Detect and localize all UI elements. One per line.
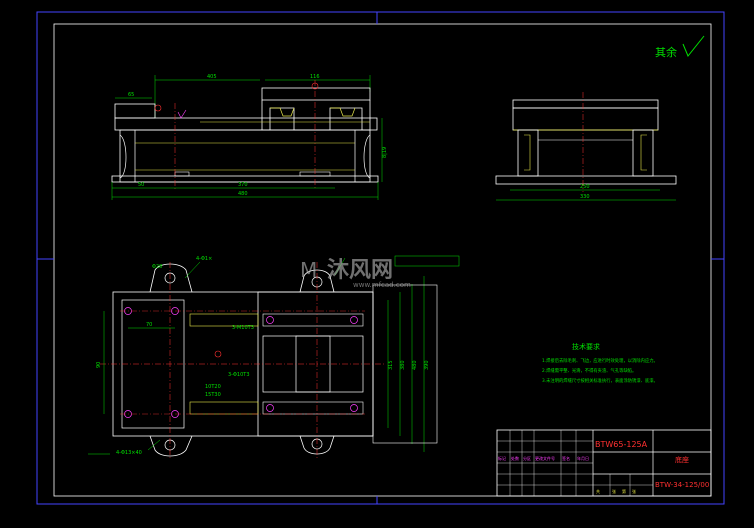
tb-model: BTW65-125A (595, 440, 648, 449)
roughness-label: 其余 (655, 45, 677, 59)
tb-header: 分区 (523, 455, 531, 461)
tb-header: 处数 (511, 455, 519, 461)
bolt-hole (350, 404, 358, 412)
dim-text: 480 (238, 191, 248, 197)
tb-sheet: 第 (622, 488, 626, 494)
tech-line: 1.焊接后去除毛刺、飞边，应进行时效处理，以消除内应力。 (542, 357, 658, 364)
roughness-check-icon (682, 35, 705, 57)
dim-text: 330 (580, 194, 590, 200)
dim-text: 250 (580, 184, 590, 190)
callout-label: 10T20 (205, 384, 221, 390)
dim-text: 380 (400, 360, 406, 370)
title-block: 标记 处数 分区 更改文件号 签名 年月日 BTW65-125A 底座 BTW-… (496, 429, 712, 497)
plan-view: 315 380 480 390 90 70 4-Φ1× Φ28 4-Φ13×40… (88, 255, 460, 460)
tb-header: 签名 (562, 455, 570, 461)
bolt-hole (266, 404, 274, 412)
callout-label: 3-Φ10T3 (228, 372, 250, 378)
callout-label: Φ28 (152, 264, 162, 270)
watermark: M 沐风网 www.mfcad.com (300, 258, 411, 289)
callout-label: 4-Φ1× (196, 256, 212, 262)
bolt-hole (266, 316, 274, 324)
tb-sheet: 张 (612, 488, 616, 494)
tb-header: 更改文件号 (535, 455, 555, 461)
dim-text: 8|19 (382, 147, 388, 158)
tb-sheet: 共 (596, 488, 600, 494)
watermark-cn: 沐风网 (327, 258, 393, 283)
outer-frame (36, 11, 725, 505)
tech-title: 技术要求 (572, 342, 600, 351)
bolt-hole (350, 316, 358, 324)
dim-text: 116 (310, 74, 320, 80)
tb-header: 年月日 (577, 455, 589, 461)
watermark-logo-icon: M (300, 258, 317, 282)
dim-text: 390 (424, 360, 430, 370)
front-view: 405 116 65 50 (111, 74, 388, 200)
dim-text: 65 (128, 92, 134, 98)
dim-text: 50 (138, 182, 144, 188)
datum-marker (311, 82, 319, 90)
datum-marker (214, 350, 222, 358)
tb-header: 标记 (498, 455, 506, 461)
tech-line: 2.焊缝需平整、光滑，不得有夹渣、气孔等缺陷。 (542, 367, 636, 374)
dim-text: 370 (238, 182, 248, 188)
dim-text: 405 (207, 74, 217, 80)
datum-marker (154, 104, 162, 112)
callout-label: 3-M10T3 (232, 325, 254, 331)
tech-requirements: 技术要求 1.焊接后去除毛刺、飞边，应进行时效处理，以消除内应力。 2.焊缝需平… (542, 342, 658, 384)
tech-line: 3.未注明的焊缝尺寸按相关标准执行，表面涂防锈漆、底漆。 (542, 377, 658, 384)
tb-sheet: 张 (632, 488, 636, 494)
dim-text: 70 (146, 322, 152, 328)
callout-label: 4-Φ13×40 (116, 450, 142, 456)
tb-part: 底座 (675, 455, 689, 464)
callout-label: 15T30 (205, 392, 221, 398)
tb-drawing-no: BTW-34-125/00 (655, 481, 709, 489)
inner-frame (53, 23, 712, 497)
watermark-url: www.mfcad.com (353, 281, 411, 289)
dim-text: 480 (412, 360, 418, 370)
dim-text: 90 (96, 362, 102, 368)
dim-text: 315 (388, 360, 394, 370)
side-view: 250 330 (495, 92, 677, 201)
